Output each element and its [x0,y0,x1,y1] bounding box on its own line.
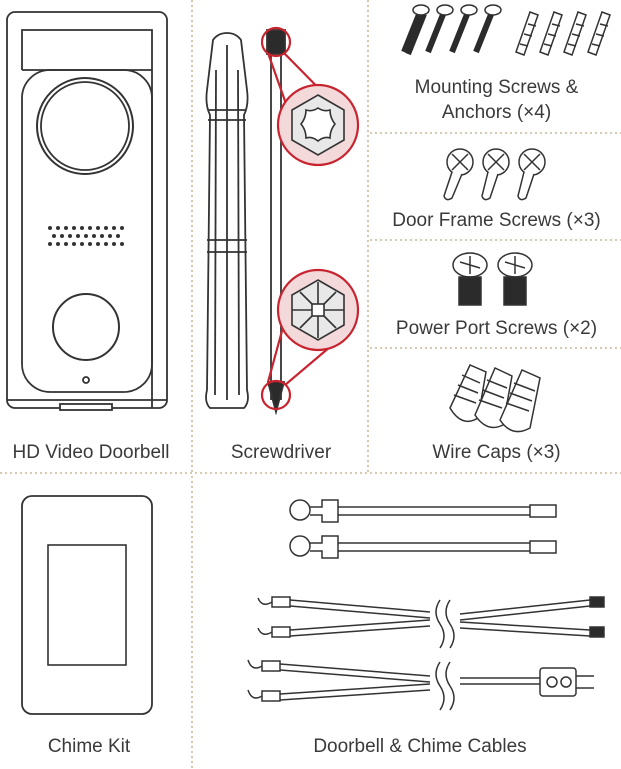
screwdriver-icon [205,26,360,416]
wire-caps-group [449,364,541,433]
mounting-screws-group [401,4,611,56]
chime-icon [21,495,153,715]
screw-icon [443,148,474,201]
cable-icon [257,596,605,649]
wire-cap-icon [499,369,541,433]
doorbell-icon [6,11,168,411]
doorbell-label: HD Video Doorbell [12,442,170,463]
screwdriver-label: Screwdriver [230,442,332,463]
cable-icon [289,499,557,523]
screw-icon [497,252,533,306]
screw-icon [481,148,510,201]
power-port-screws-label: Power Port Screws (×2) [395,318,598,339]
door-frame-screws-group [443,148,546,201]
chime-kit-label: Chime Kit [47,736,131,757]
anchor-icon [515,11,611,56]
wire-caps-label: Wire Caps (×3) [432,442,561,463]
screw-icon [401,4,502,56]
door-frame-screws-label: Door Frame Screws (×3) [392,210,601,231]
cable-icon [247,659,594,711]
cables-label: Doorbell & Chime Cables [313,736,527,757]
screw-icon [517,148,546,201]
mounting-screws-label-line2: Anchors (×4) [441,102,552,123]
power-port-screws-group [452,252,533,306]
mounting-screws-label-line1: Mounting Screws & [414,77,579,98]
screw-icon [452,252,488,306]
cables-group [247,499,605,711]
cable-icon [289,535,557,559]
wire-cap-icon [449,364,487,423]
